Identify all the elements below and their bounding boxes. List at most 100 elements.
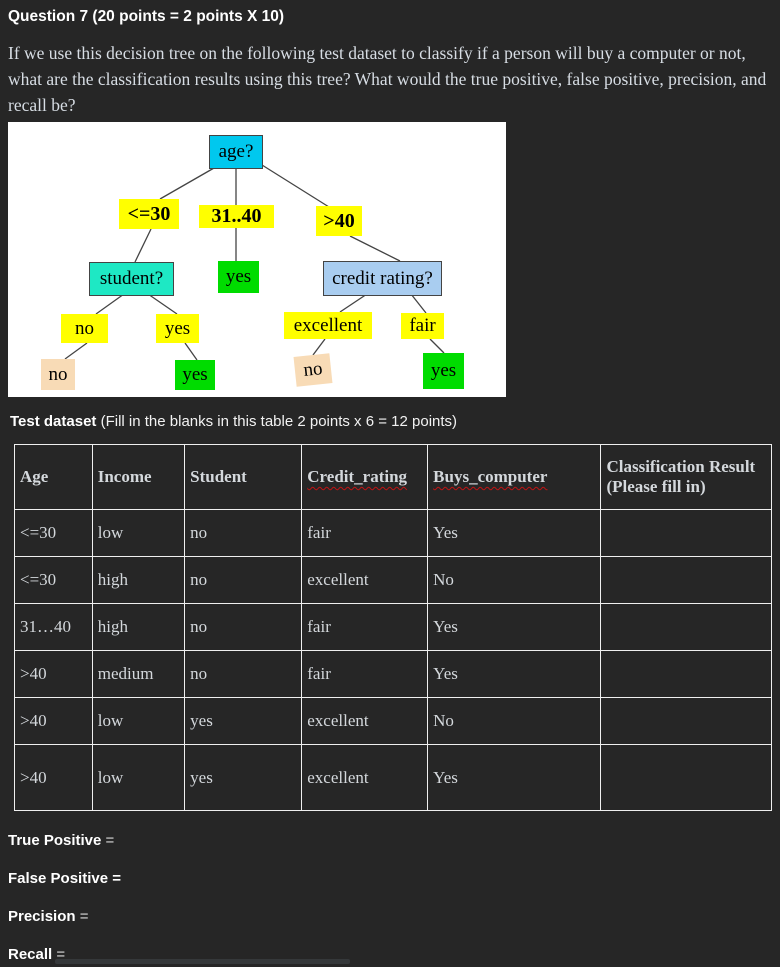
column-header: Age	[14, 444, 93, 510]
column-header-label: Income	[97, 467, 152, 486]
metric-line: False Positive =	[8, 871, 772, 886]
classification-fill-in-cell[interactable]	[600, 509, 772, 557]
column-header-label: Classification Result (Please fill in)	[606, 457, 756, 496]
data-cell: <=30	[14, 509, 93, 557]
table-caption: Test dataset (Fill in the blanks in this…	[10, 413, 772, 431]
metric-label: Recall	[8, 946, 53, 963]
data-cell: high	[91, 556, 186, 604]
metrics: True Positive =False Positive =Precision…	[8, 833, 772, 962]
test-dataset-table: Age Income Student Credit_rating Buys_comput…	[14, 444, 772, 811]
tree-edge	[95, 293, 125, 315]
metric-line: Precision =	[8, 909, 772, 924]
data-cell: Yes	[427, 603, 602, 651]
question-text: If we use this decision tree on the foll…	[8, 43, 767, 115]
data-cell: No	[427, 697, 602, 745]
classification-fill-in-cell[interactable]	[600, 556, 772, 604]
data-cell: low	[91, 744, 186, 811]
data-cell: Yes	[427, 509, 602, 557]
tree-edge	[410, 293, 427, 314]
tree-node-age: age?	[209, 135, 263, 169]
tree-node-credit-rating: credit rating?	[323, 261, 442, 296]
tree-edge	[429, 338, 445, 354]
metric-label: True Positive	[8, 832, 102, 849]
column-header: Income	[91, 444, 186, 510]
data-cell: medium	[91, 650, 186, 698]
question-title: Question 7 (20 points = 2 points X 10)	[8, 8, 285, 25]
tree-node-fair: fair	[401, 313, 444, 339]
metric-label: Precision	[8, 908, 76, 925]
data-cell: no	[184, 556, 303, 604]
tree-edge	[159, 167, 215, 200]
table-caption-title: Test dataset	[10, 413, 97, 430]
tree-node-leaf-no-right: no	[293, 353, 333, 387]
data-cell: excellent	[301, 744, 429, 811]
table-caption-note: (Fill in the blanks in this table 2 poin…	[96, 413, 458, 430]
classification-fill-in-cell[interactable]	[600, 744, 772, 811]
column-header-label: Buys_computer	[433, 467, 548, 486]
data-cell: high	[91, 603, 186, 651]
tree-node-le30: <=30	[119, 199, 179, 229]
metric-equals: =	[108, 870, 121, 887]
data-cell: yes	[184, 744, 303, 811]
tree-node-student: student?	[89, 262, 174, 296]
data-cell: no	[184, 509, 303, 557]
data-cell: fair	[301, 650, 429, 698]
data-cell: <=30	[14, 556, 93, 604]
tree-edge	[184, 342, 198, 361]
column-header: Student	[184, 444, 303, 510]
tree-edge	[134, 228, 152, 263]
tree-node-excellent: excellent	[284, 312, 372, 339]
metric-label: False Positive	[8, 870, 109, 887]
tree-edge	[339, 293, 368, 313]
data-cell: fair	[301, 509, 429, 557]
column-header: Credit_rating	[301, 444, 429, 510]
data-cell: No	[427, 556, 602, 604]
tree-edge	[64, 342, 88, 360]
tree-node-yes-middle: yes	[218, 261, 259, 293]
column-header-label: Age	[20, 467, 49, 486]
tree-node-leaf-yes-left: yes	[175, 360, 215, 390]
data-cell: >40	[14, 697, 93, 745]
data-cell: >40	[14, 650, 93, 698]
tree-node-no-branch: no	[61, 314, 108, 343]
classification-fill-in-cell[interactable]	[600, 697, 772, 745]
data-cell: no	[184, 603, 303, 651]
tree-edge	[261, 164, 330, 208]
column-header-label: Credit_rating	[307, 467, 408, 486]
data-cell: low	[91, 509, 186, 557]
classification-fill-in-cell[interactable]	[600, 650, 772, 698]
metric-line: True Positive =	[8, 833, 772, 848]
tree-edges-layer	[64, 164, 445, 361]
classification-fill-in-cell[interactable]	[600, 603, 772, 651]
data-cell: Yes	[427, 650, 602, 698]
metric-equals: =	[52, 946, 66, 963]
column-header-label: Student	[190, 467, 247, 486]
table-header-row: Age Income Student Credit_rating Buys_comput…	[14, 444, 772, 510]
tree-edge	[147, 293, 178, 315]
data-cell: no	[184, 650, 303, 698]
metric-line: Recall =	[8, 947, 772, 962]
tree-node-31-40: 31..40	[199, 205, 274, 228]
data-cell: yes	[184, 697, 303, 745]
column-header: Classification Result (Please fill in)	[600, 444, 772, 510]
data-cell: >40	[14, 744, 93, 811]
tree-node-gt40: >40	[316, 206, 362, 236]
data-cell: 31…40	[14, 603, 93, 651]
data-cell: low	[91, 697, 186, 745]
tree-node-leaf-no-left: no	[41, 359, 75, 390]
tree-node-leaf-yes-right: yes	[423, 353, 464, 389]
data-cell: excellent	[301, 556, 429, 604]
metric-equals: =	[75, 908, 89, 925]
data-cell: excellent	[301, 697, 429, 745]
tree-edge	[312, 338, 326, 356]
horizontal-scrollbar-thumb[interactable]	[55, 959, 350, 964]
data-cell: Yes	[427, 744, 602, 811]
